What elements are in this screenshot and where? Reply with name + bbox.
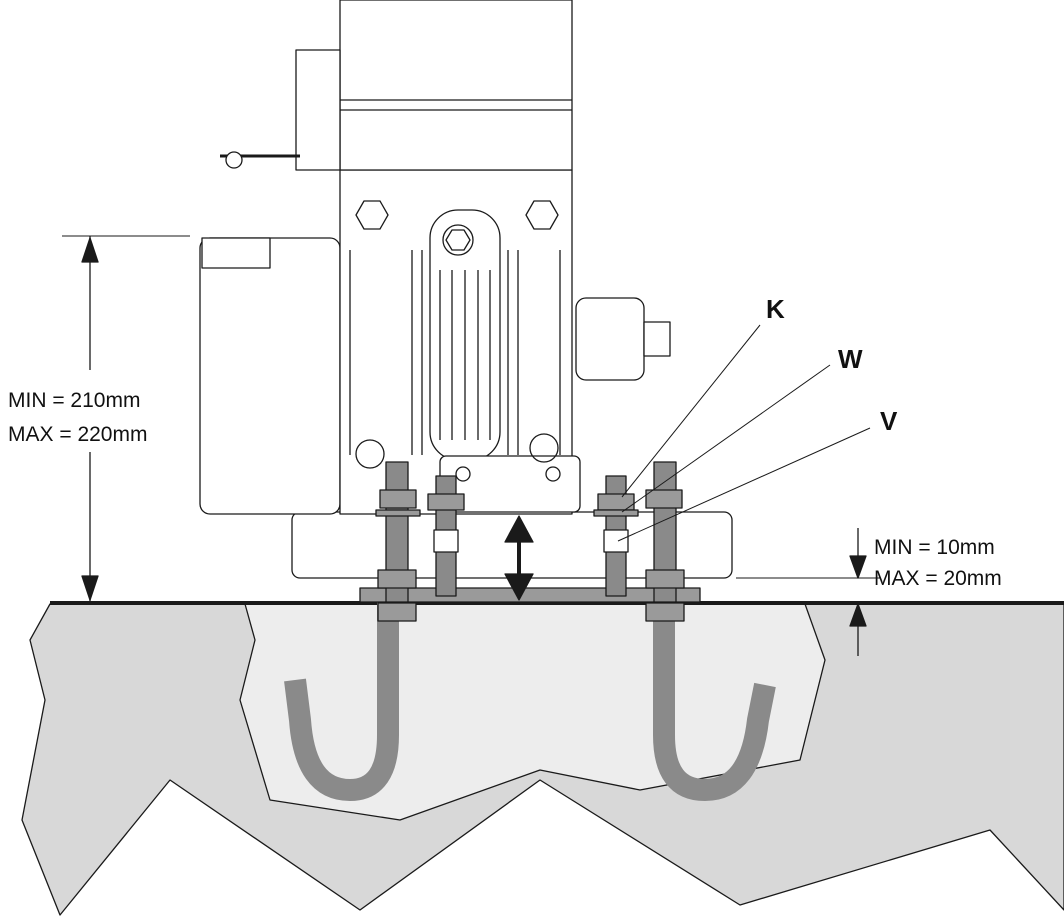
callout-w: W: [838, 344, 863, 374]
height-dimension: [62, 235, 190, 602]
height-min-label: MIN = 210mm: [8, 389, 141, 412]
anchor-bolt-right-hook: [653, 600, 776, 801]
housing-bolt-left: [355, 439, 385, 469]
switch-roller: [225, 151, 243, 169]
motor-side-cover-top: [201, 237, 271, 269]
housing-bolt-right: [529, 433, 559, 463]
nut-under-plate-1: [377, 602, 417, 622]
nut-upper-1: [379, 489, 417, 509]
nut-lower-2: [433, 529, 459, 553]
bracket-screw-right: [545, 466, 561, 482]
nut-upper-4: [645, 489, 683, 509]
anchor-bolt-left-hook: [284, 600, 399, 801]
hex-bolt-left: [355, 200, 389, 230]
nut-v: [603, 529, 629, 553]
washer-w: [593, 509, 639, 517]
gap-max-label: MAX = 20mm: [874, 567, 1002, 590]
nut-upper-2: [427, 493, 465, 511]
adjustment-arrow: [504, 515, 534, 601]
upper-frame: [339, 0, 573, 171]
height-max-label: MAX = 220mm: [8, 423, 148, 446]
bracket-screw-left: [455, 466, 471, 482]
foundation-plate: [359, 587, 701, 603]
callout-k-leader: [621, 324, 761, 498]
nut-under-plate-2: [645, 602, 685, 622]
hex-bolt-right: [525, 200, 559, 230]
output-shaft-housing: [575, 297, 645, 381]
center-hex-bolt: [445, 229, 471, 251]
washer-upper-1: [375, 509, 421, 517]
motor-side-cover: [199, 237, 341, 515]
limit-switch-bracket: [295, 49, 341, 171]
center-bolt-ring: [442, 224, 474, 256]
gap-min-label: MIN = 10mm: [874, 536, 995, 559]
callout-k: K: [766, 294, 785, 324]
callout-v: V: [880, 406, 898, 436]
callout-w-leader: [621, 364, 831, 513]
gap-dimension: [736, 528, 880, 656]
nut-ground-2: [645, 569, 685, 589]
callout-v-leader: [617, 427, 871, 542]
output-shaft: [643, 321, 671, 357]
nut-ground-1: [377, 569, 417, 589]
